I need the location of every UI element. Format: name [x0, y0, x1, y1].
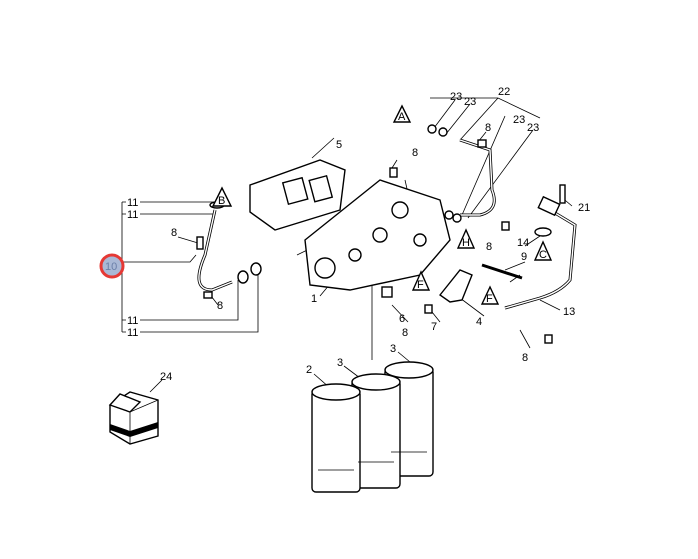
pipe-22	[427, 124, 496, 223]
ref-f-2: F	[486, 293, 493, 305]
callout-4: 4	[476, 316, 482, 328]
callout-14: 14	[517, 237, 529, 249]
callout-22: 22	[498, 86, 510, 98]
callout-23: 23	[450, 91, 462, 103]
callout-8: 8	[171, 227, 177, 239]
callout-11: 11	[127, 209, 138, 221]
bracket-4	[438, 269, 473, 303]
callout-9: 9	[521, 251, 527, 263]
callout-11: 11	[127, 197, 138, 209]
callout-3: 3	[390, 343, 396, 355]
ref-b: B	[218, 195, 225, 207]
ref-a: A	[398, 111, 406, 123]
callout-13: 13	[563, 306, 575, 318]
callout-11: 11	[127, 327, 138, 339]
callout-1: 1	[311, 293, 317, 305]
callout-7: 7	[431, 321, 437, 333]
callout-3: 3	[337, 357, 343, 369]
callout-8: 8	[486, 241, 492, 253]
plug-6	[381, 286, 393, 298]
pipe-13	[481, 184, 577, 310]
callout-6: 6	[399, 313, 405, 325]
callout-2: 2	[306, 364, 312, 376]
oil-filter-housing-1	[304, 179, 451, 291]
callout-23: 23	[527, 122, 539, 134]
selected-callout-highlight[interactable]	[99, 253, 125, 279]
ref-h: H	[462, 237, 470, 249]
reference-markers: A B C F F H	[211, 104, 553, 305]
callout-23: 23	[513, 114, 525, 126]
callout-labels: 22 23 23 23 23 8 8 8 8 8 8 8 5 11 11 11 …	[99, 86, 590, 383]
oil-filters	[311, 361, 434, 493]
callout-21: 21	[578, 202, 590, 214]
callout-8: 8	[412, 147, 418, 159]
callout-8: 8	[485, 122, 491, 134]
callout-8: 8	[402, 327, 408, 339]
ref-f: F	[417, 279, 424, 291]
kit-box-24	[108, 391, 159, 445]
callout-23: 23	[464, 96, 476, 108]
pipe-10	[196, 201, 262, 299]
callout-8: 8	[217, 300, 223, 312]
callout-11: 11	[127, 315, 138, 327]
bolt-icons	[389, 139, 553, 344]
callout-24: 24	[160, 371, 172, 383]
callout-8: 8	[522, 352, 528, 364]
callout-10[interactable]: 10	[105, 261, 117, 273]
ref-c: C	[539, 249, 547, 261]
gasket-5	[249, 159, 346, 231]
callout-5: 5	[336, 139, 342, 151]
